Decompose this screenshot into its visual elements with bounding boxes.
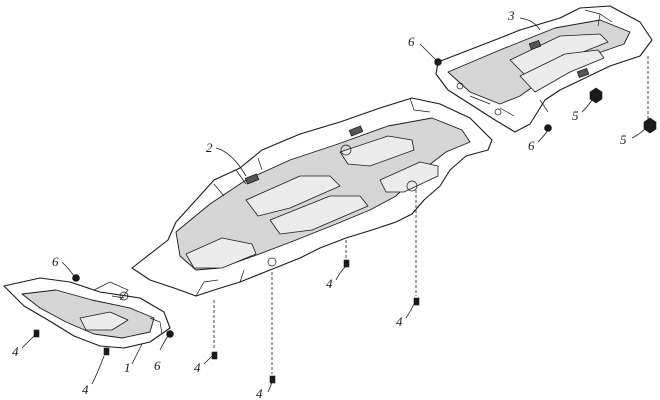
label-screw-6: 6 [408, 34, 415, 49]
screw-icon [544, 124, 552, 132]
bolt-icon [211, 351, 218, 360]
rear-skid-plate [435, 5, 653, 133]
callout-labels: 3 2 1 6 6 6 6 5 5 4 4 4 4 4 4 [12, 8, 627, 400]
label-part-1: 1 [124, 360, 131, 375]
label-screw-6: 6 [154, 358, 161, 373]
nut-icon [589, 87, 603, 104]
screw-icon [72, 274, 80, 282]
label-bolt-4: 4 [396, 314, 403, 329]
label-bolt-4: 4 [82, 382, 89, 397]
front-skid-plate [3, 277, 171, 349]
label-part-3: 3 [507, 8, 515, 23]
leader-lines [21, 17, 647, 393]
screw-icon [434, 58, 442, 66]
assembly-lines [213, 56, 649, 374]
label-screw-6: 6 [528, 138, 535, 153]
bolt-icon [33, 329, 40, 338]
bolt-icon [269, 375, 276, 384]
nut-icon [643, 117, 657, 134]
bolt-icon [343, 259, 350, 268]
label-bolt-4: 4 [194, 360, 201, 375]
main-skid-plate [131, 97, 493, 297]
bolt-icon [103, 347, 110, 356]
bolt-icon [413, 297, 420, 306]
fasteners [33, 58, 657, 384]
label-bolt-4: 4 [326, 276, 333, 291]
label-part-2: 2 [206, 140, 213, 155]
label-bolt-4: 4 [256, 386, 263, 400]
label-screw-6: 6 [52, 254, 59, 269]
screw-icon [166, 330, 174, 338]
label-nut-5: 5 [572, 108, 579, 123]
label-bolt-4: 4 [12, 344, 19, 359]
label-nut-5: 5 [620, 132, 627, 147]
